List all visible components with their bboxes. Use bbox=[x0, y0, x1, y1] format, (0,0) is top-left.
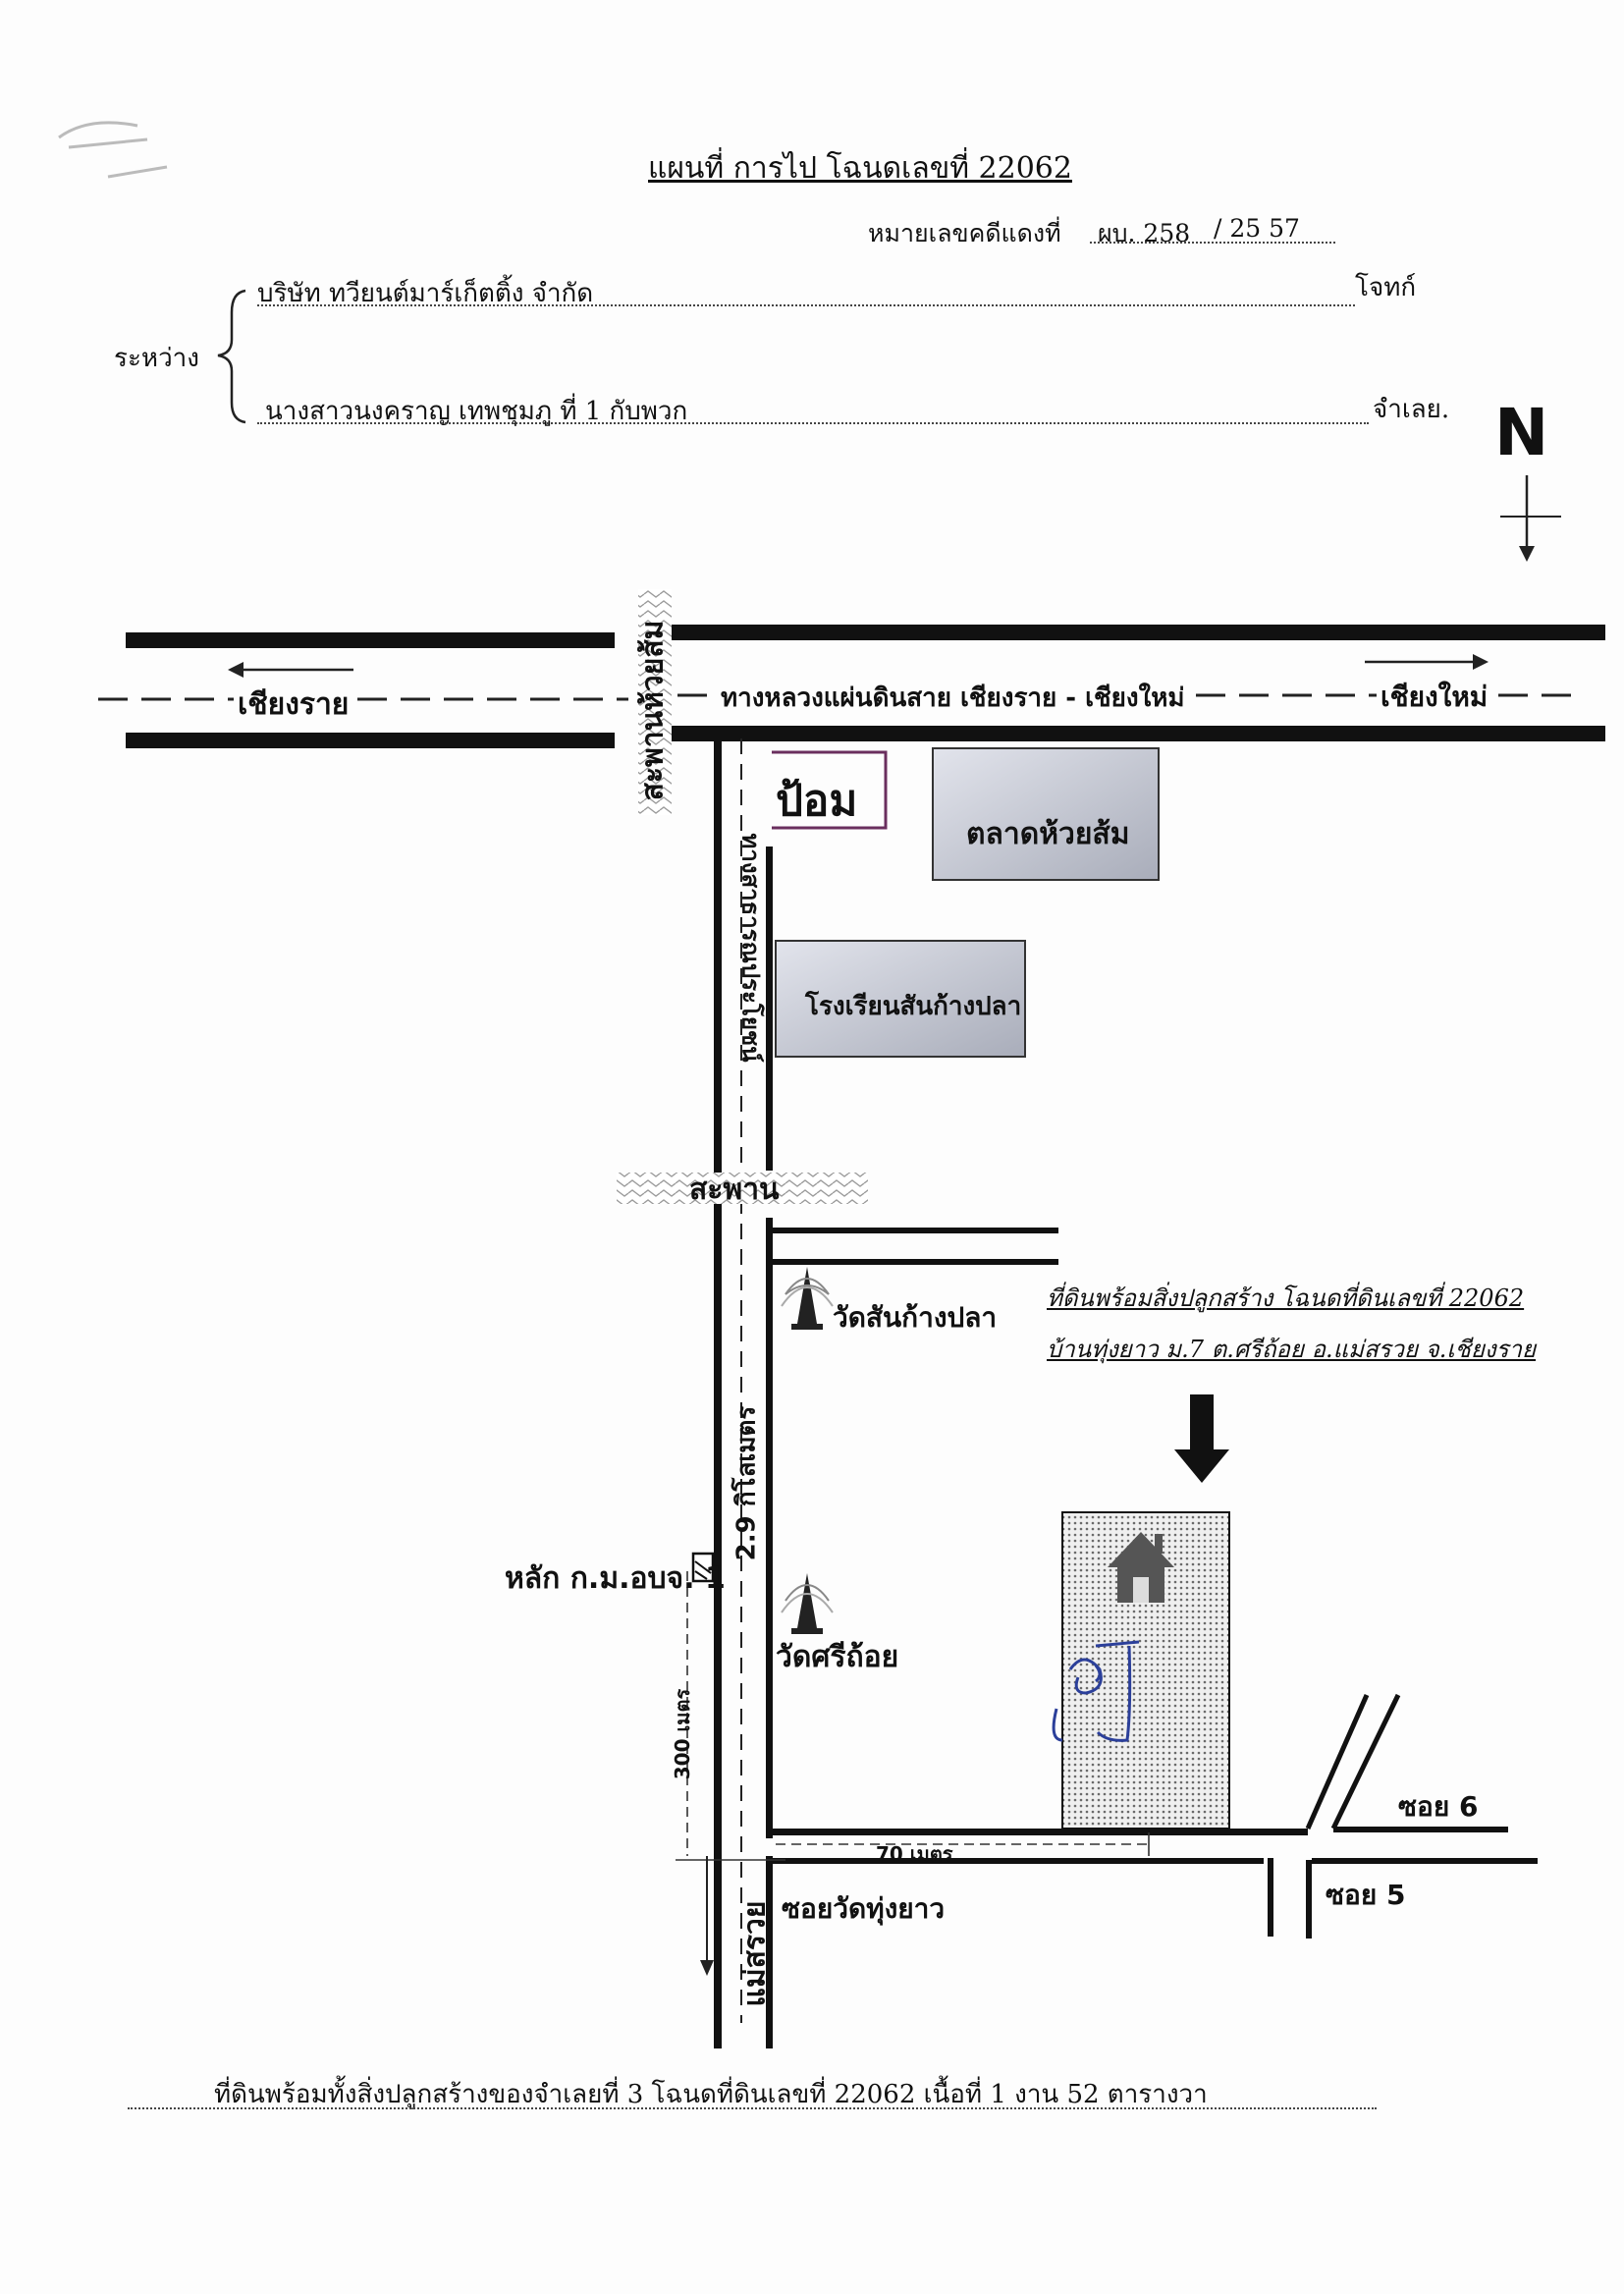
label-km-post: หลัก ก.ม.อบจ. 1 bbox=[505, 1561, 726, 1596]
temple-icon bbox=[781, 1573, 834, 1634]
plaintiff-role: โจทก์ bbox=[1355, 273, 1417, 302]
signature-mark bbox=[1052, 1640, 1140, 1742]
label-pom: ป้อม bbox=[776, 776, 858, 826]
compass-label: N bbox=[1494, 395, 1549, 470]
arrow-left-icon bbox=[228, 662, 353, 678]
defendant-role: จำเลย. bbox=[1373, 395, 1450, 424]
case-number-year: / 25 57 bbox=[1214, 214, 1300, 243]
temple-icon bbox=[781, 1267, 834, 1330]
label-side-road: ทางสาธารณประโยชน์ bbox=[736, 833, 765, 1063]
label-distance-2-9km: 2.9 กิโลเมตร bbox=[731, 1405, 762, 1561]
plaintiff-name: บริษัท ทวียนต์มาร์เก็ตติ้ง จำกัด bbox=[257, 279, 594, 308]
target-description-line2: บ้านทุ่งยาว ม.7 ต.ศรีถ้อย อ.แม่สรวย จ.เช… bbox=[1047, 1336, 1537, 1363]
house-icon bbox=[1108, 1532, 1174, 1603]
case-number-label: หมายเลขคดีแดงที่ bbox=[868, 219, 1061, 247]
label-soi-5: ซอย 5 bbox=[1326, 1879, 1406, 1911]
market-building bbox=[932, 747, 1160, 881]
target-down-arrow-icon bbox=[1174, 1394, 1229, 1483]
label-distance-300m: 300 เมตร bbox=[671, 1688, 694, 1780]
defendant-name: นางสาวนงคราญ เทพชุมภู ที่ 1 กับพวก bbox=[265, 397, 688, 426]
label-wat-srithoy: วัดศรีถ้อย bbox=[776, 1640, 899, 1674]
label-distance-70m: 70 เมตร bbox=[876, 1842, 953, 1866]
page-title: แผนที่ การไป โฉนดเลขที่ 22062 bbox=[648, 151, 1072, 186]
label-school: โรงเรียนสันก้างปลา bbox=[805, 992, 1022, 1021]
label-mae-suai: แม่สรวย bbox=[737, 1900, 773, 2007]
staple-mark bbox=[58, 121, 168, 179]
side-road bbox=[714, 733, 773, 2048]
bridge bbox=[617, 1173, 868, 1204]
label-soi-wat-thungyao: ซอยวัดทุ่งยาว bbox=[782, 1892, 946, 1925]
arrow-right-icon bbox=[1365, 654, 1489, 670]
label-soi-6: ซอย 6 bbox=[1398, 1790, 1479, 1823]
between-label: ระหว่าง bbox=[114, 344, 199, 373]
pom-box bbox=[772, 750, 888, 830]
label-huaysom-bridge: สะพานห้วยส้ม bbox=[635, 620, 671, 801]
school-building bbox=[775, 940, 1026, 1058]
huaysom-stream bbox=[638, 589, 672, 815]
label-highway: ทางหลวงแผ่นดินสาย เชียงราย - เชียงใหม่ bbox=[717, 678, 1189, 718]
label-wat-sankangpla: วัดสันก้างปลา bbox=[833, 1301, 998, 1334]
label-market: ตลาดห้วยส้ม bbox=[966, 817, 1130, 851]
target-description-line1: ที่ดินพร้อมสิ่งปลูกสร้าง โฉนดที่ดินเลขที… bbox=[1047, 1284, 1525, 1312]
north-arrow-icon bbox=[1500, 475, 1561, 562]
label-bridge: สะพาน bbox=[689, 1173, 780, 1207]
footer-description: ที่ดินพร้อมทั้งสิ่งปลูกสร้างของจำเลยที่ … bbox=[214, 2080, 1208, 2109]
label-chiang-rai: เชียงราย bbox=[234, 682, 353, 728]
label-chiang-mai: เชียงใหม่ bbox=[1377, 676, 1492, 719]
